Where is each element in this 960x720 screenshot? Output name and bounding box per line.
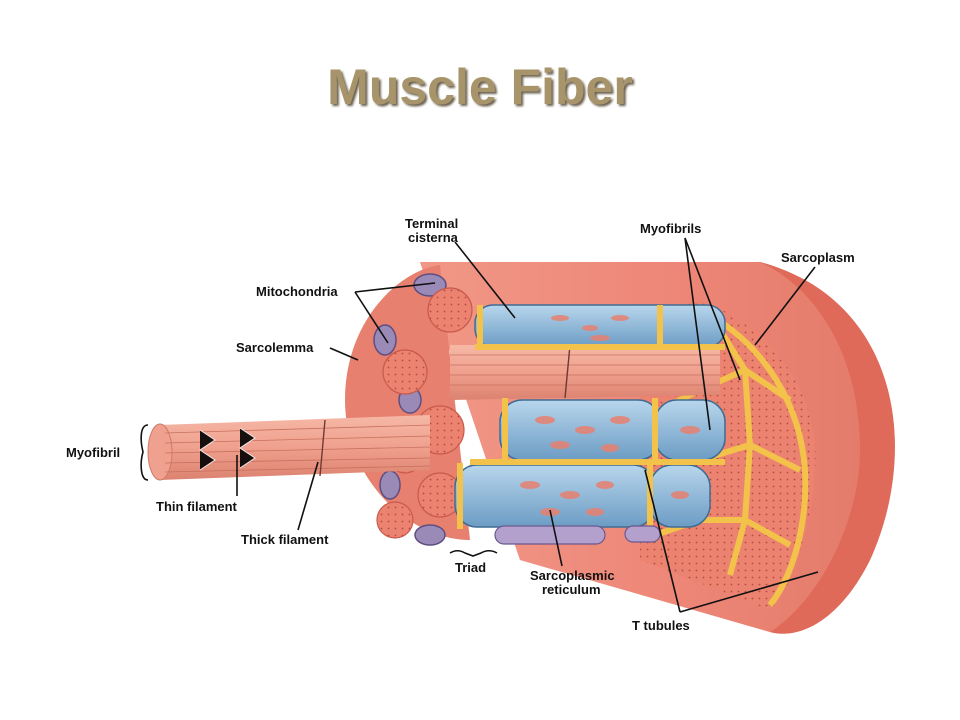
label-thin-filament: Thin filament	[156, 499, 238, 514]
label-myofibrils: Myofibrils	[640, 221, 701, 236]
protruding-myofibril	[147, 415, 431, 481]
label-sarcoplasmic-reticulum-1: Sarcoplasmic	[530, 568, 615, 583]
label-thick-filament: Thick filament	[241, 532, 329, 547]
label-myofibril: Myofibril	[66, 445, 120, 460]
label-sarcolemma: Sarcolemma	[236, 340, 314, 355]
label-sarcoplasm: Sarcoplasm	[781, 250, 855, 265]
label-terminal-cisterna-2: cisterna	[408, 230, 459, 245]
upper-myofibril	[450, 344, 720, 400]
label-mitochondria: Mitochondria	[256, 284, 338, 299]
label-t-tubules: T tubules	[632, 618, 690, 633]
label-terminal-cisterna-1: Terminal	[405, 216, 458, 231]
label-triad: Triad	[455, 560, 486, 575]
leader-lines	[140, 237, 819, 613]
sarcoplasmic-reticulum	[454, 304, 726, 545]
labels: Terminal cisterna Myofibrils Sarcoplasm …	[66, 216, 855, 633]
slide-title: Muscle Fiber	[327, 59, 633, 115]
label-sarcoplasmic-reticulum-2: reticulum	[542, 582, 601, 597]
